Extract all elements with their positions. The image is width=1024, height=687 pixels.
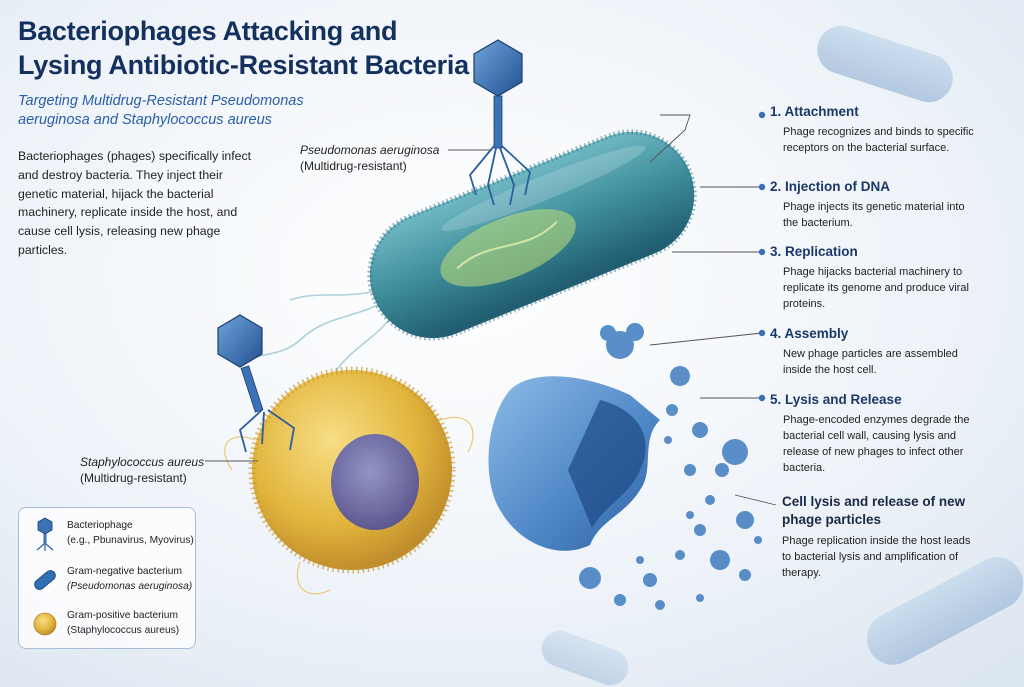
legend-text: Gram-positive bacterium (Staphylococcus … xyxy=(67,608,195,638)
callout-description: Phage replication inside the host leads … xyxy=(782,535,971,579)
staphylococcus-label-note: (Multidrug-resistant) xyxy=(80,471,187,485)
legend-item-gram-negative: Gram-negative bacterium (Pseudomonas aer… xyxy=(19,560,197,600)
staphylococcus-label: Staphylococcus aureus (Multidrug-resista… xyxy=(80,454,204,486)
legend-item-gram-positive: Gram-positive bacterium (Staphylococcus … xyxy=(19,604,197,644)
step-description: Phage hijacks bacterial machinery to rep… xyxy=(783,266,969,310)
background-bacterium xyxy=(817,25,953,103)
pseudomonas-label-name: Pseudomonas aeruginosa xyxy=(300,143,440,157)
phage-on-staphylococcus xyxy=(217,314,295,453)
pseudomonas-label: Pseudomonas aeruginosa (Multidrug-resist… xyxy=(300,142,439,174)
step-attachment: 1. Attachment Phage recognizes and binds… xyxy=(770,103,980,156)
background-bacterium xyxy=(541,630,629,686)
leader-lines xyxy=(205,114,777,506)
legend-text: Bacteriophage (e.g., Pbunavirus, Myoviru… xyxy=(67,518,195,548)
step-assembly: 4. Assembly New phage particles are asse… xyxy=(770,325,980,378)
step-title: 4. Assembly xyxy=(770,326,849,341)
lysis-debris xyxy=(579,323,762,610)
pseudomonas-cell xyxy=(367,129,697,341)
step-title: 5. Lysis and Release xyxy=(770,392,902,407)
intro-text: Bacteriophages (phages) specifically inf… xyxy=(18,149,252,257)
callout-title: Cell lysis and release of new phage part… xyxy=(782,494,966,527)
background-bacterium xyxy=(866,557,1024,665)
phage-on-pseudomonas xyxy=(468,39,531,206)
legend-line: (Staphylococcus aureus) xyxy=(67,625,180,636)
legend: Bacteriophage (e.g., Pbunavirus, Myoviru… xyxy=(18,507,196,649)
step-injection: 2. Injection of DNA Phage injects its ge… xyxy=(770,178,980,231)
legend-line: (Pseudomonas aeruginosa) xyxy=(67,581,193,592)
step-description: New phage particles are assembled inside… xyxy=(783,348,958,376)
staphylococcus-cell xyxy=(224,366,474,595)
lysis-release-callout: Cell lysis and release of new phage part… xyxy=(782,493,982,581)
legend-item-bacteriophage: Bacteriophage (e.g., Pbunavirus, Myoviru… xyxy=(19,514,197,554)
step-title: 3. Replication xyxy=(770,244,858,259)
step-title: 1. Attachment xyxy=(770,104,859,119)
legend-line: Gram-negative bacterium xyxy=(67,566,182,577)
step-description: Phage-encoded enzymes degrade the bacter… xyxy=(783,414,970,474)
step-description: Phage injects its genetic material into … xyxy=(783,201,965,229)
pseudomonas-label-note: (Multidrug-resistant) xyxy=(300,159,407,173)
lysing-bacterium xyxy=(488,376,660,551)
bacteriophage-icon xyxy=(36,517,54,551)
step-description: Phage recognizes and binds to specific r… xyxy=(783,126,974,154)
step-markers xyxy=(758,111,766,402)
legend-line: (e.g., Pbunavirus, Myovirus) xyxy=(67,535,194,546)
legend-line: Gram-positive bacterium xyxy=(67,610,178,621)
legend-text: Gram-negative bacterium (Pseudomonas aer… xyxy=(67,564,195,594)
page-subtitle: Targeting Multidrug-Resistant Pseudomona… xyxy=(18,93,304,128)
staphylococcus-label-name: Staphylococcus aureus xyxy=(80,455,205,469)
step-replication: 3. Replication Phage hijacks bacterial m… xyxy=(770,243,980,312)
page-title: Bacteriophages Attacking and Lysing Anti… xyxy=(18,16,469,80)
gram-positive-bacterium-icon xyxy=(33,612,57,636)
step-lysis-release: 5. Lysis and Release Phage-encoded enzym… xyxy=(770,391,980,476)
step-title: 2. Injection of DNA xyxy=(770,179,891,194)
gram-negative-bacterium-icon xyxy=(34,570,56,590)
legend-line: Bacteriophage xyxy=(67,520,133,531)
